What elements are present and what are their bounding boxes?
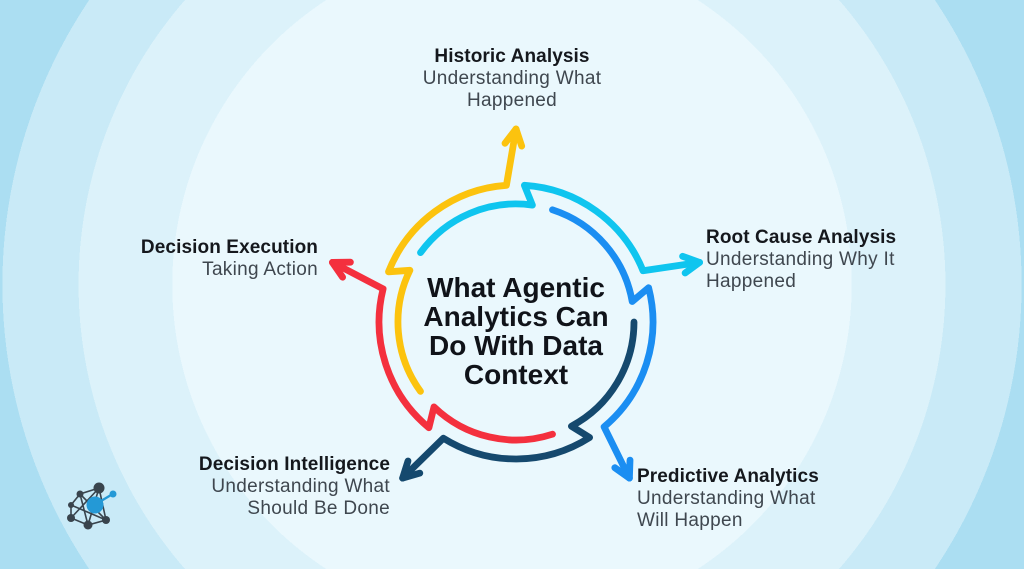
- label-predictive-analytics-title: Predictive Analytics: [637, 466, 819, 487]
- label-predictive-analytics-subtitle: Understanding What Will Happen: [637, 488, 816, 531]
- diagram-title-line: Do With Data: [429, 330, 603, 361]
- label-historic-analysis-subtitle: Understanding What Happened: [422, 68, 602, 111]
- diagram-title: What Agentic Analytics Can Do With Data …: [366, 273, 666, 389]
- label-decision-execution-title: Decision Execution: [140, 237, 318, 258]
- decision-intelligence-arrow: [399, 318, 638, 482]
- label-root-cause-analysis: Root Cause Analysis Understanding Why It…: [706, 227, 936, 293]
- label-decision-intelligence-title: Decision Intelligence: [198, 454, 390, 475]
- diagram-title-line: Analytics Can: [423, 301, 609, 332]
- historic-analysis-arrow: [385, 125, 520, 395]
- decision-execution-arrowhead: [329, 258, 354, 281]
- historic-analysis-arrowhead: [501, 125, 526, 150]
- label-historic-analysis-title: Historic Analysis: [434, 46, 590, 67]
- root-cause-analysis-arrow: [417, 181, 703, 275]
- label-decision-intelligence: Decision Intelligence Understanding What…: [170, 454, 390, 520]
- diagram-title-line: What Agentic: [427, 272, 605, 303]
- predictive-analytics-arrow: [549, 206, 657, 482]
- root-cause-analysis-arrowhead: [679, 252, 703, 277]
- network-logo-nodes: [67, 482, 117, 530]
- label-decision-execution: Decision Execution Taking Action: [106, 237, 318, 281]
- label-root-cause-analysis-subtitle: Understanding Why It Happened: [706, 249, 895, 292]
- label-predictive-analytics: Predictive Analytics Understanding What …: [637, 466, 867, 532]
- decision-execution-arrow: [329, 259, 556, 444]
- diagram-title-line: Context: [463, 359, 569, 390]
- network-logo-icon: [67, 482, 117, 530]
- label-root-cause-analysis-title: Root Cause Analysis: [706, 227, 897, 248]
- label-decision-execution-subtitle: Taking Action: [202, 259, 318, 280]
- label-decision-intelligence-subtitle: Understanding What Should Be Done: [211, 476, 390, 519]
- label-historic-analysis: Historic Analysis Understanding What Hap…: [382, 46, 642, 112]
- predictive-analytics-arrowhead: [611, 456, 634, 482]
- decision-intelligence-arrowhead: [399, 457, 424, 482]
